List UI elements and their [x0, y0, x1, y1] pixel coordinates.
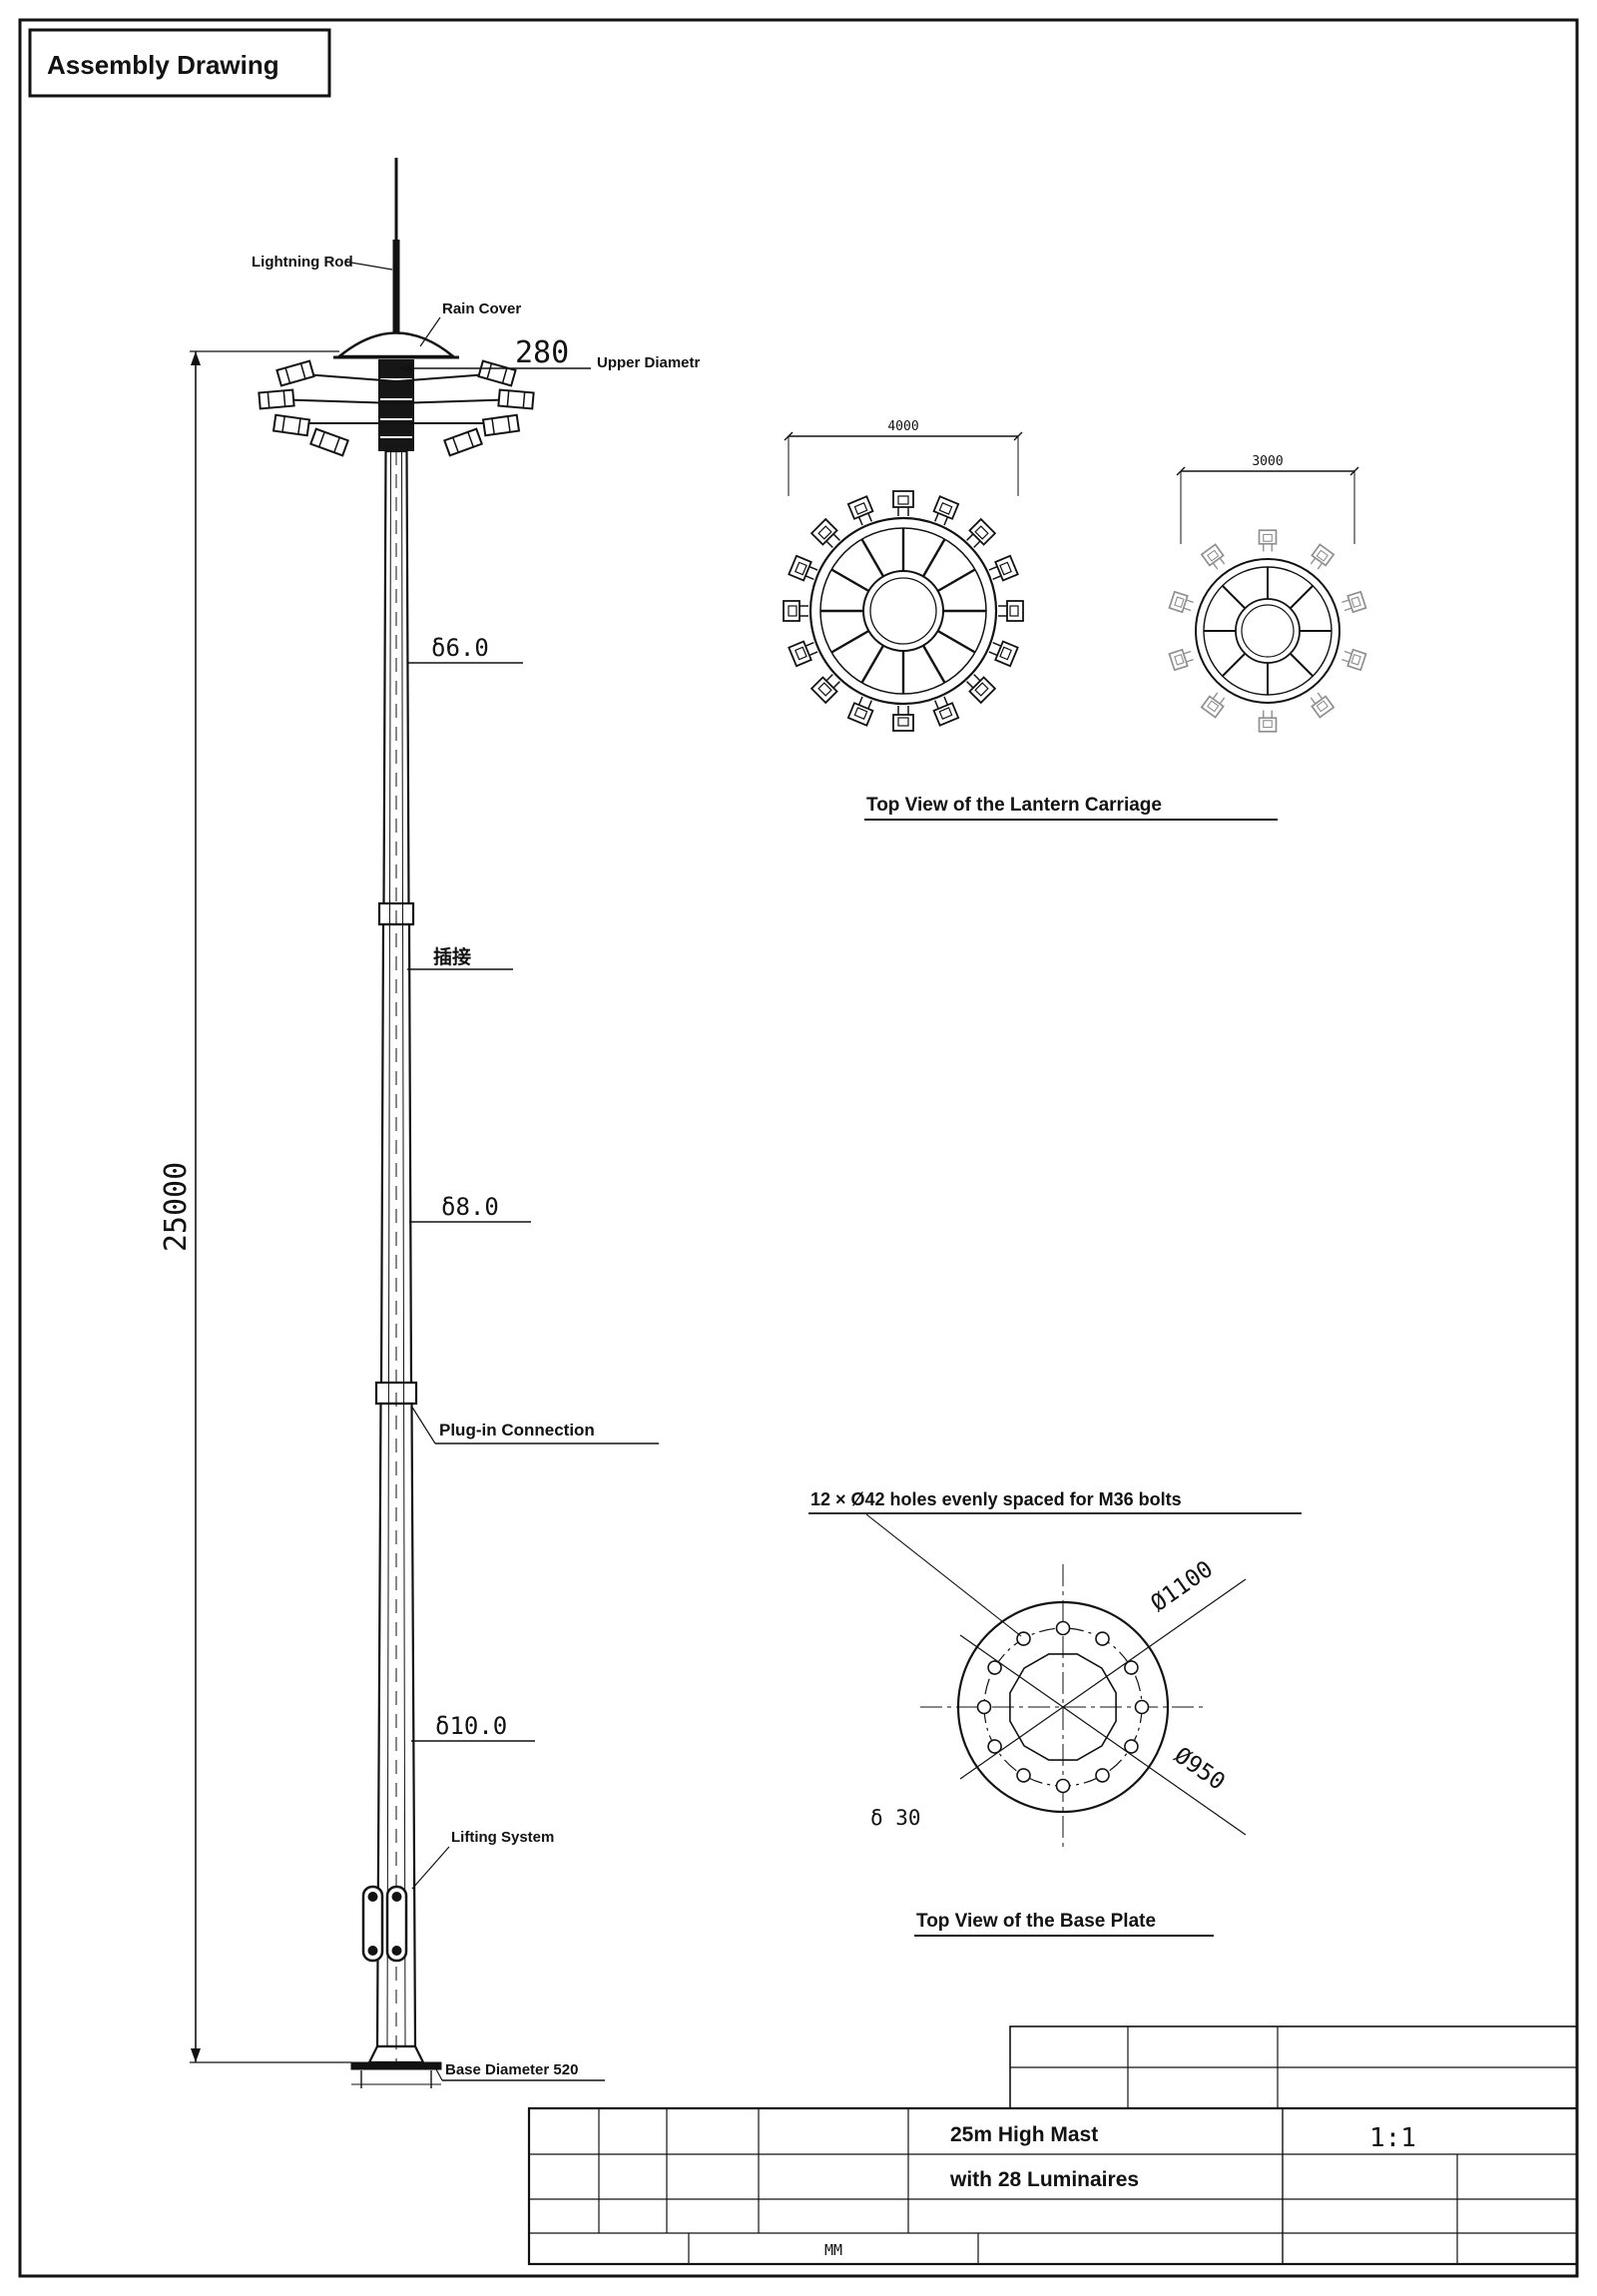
upper-dia-value: 280: [515, 335, 569, 370]
dim-line-outer-dia: [959, 1578, 1247, 1780]
carriage-luminaires-small: [1168, 529, 1367, 733]
units-label: MM: [824, 2241, 842, 2259]
lifting-system-label: Lifting System: [451, 1829, 554, 1846]
sheet-title-box: [28, 28, 331, 98]
lantern-caption: Top View of the Lantern Carriage: [866, 795, 1162, 816]
carriage-hub: [378, 359, 414, 451]
page-title: Assembly Drawing: [47, 50, 279, 80]
pole-section-top: [382, 449, 410, 908]
title-block: 25m High Mast with 28 Luminaires 1:1 MM: [527, 2025, 1579, 2266]
wall-thickness-bottom-label: δ10.0: [435, 1712, 507, 1740]
pole-cross-section: [1009, 1653, 1117, 1761]
wall-thickness-mid-label: δ8.0: [441, 1193, 499, 1221]
lifting-system: [361, 1885, 408, 1963]
drawing-scale: 1:1: [1369, 2123, 1416, 2153]
rain-cover-label: Rain Cover: [442, 300, 521, 317]
carriage-luminaires-large: [783, 490, 1024, 732]
wall-thickness-top-label: δ6.0: [431, 634, 489, 662]
title-block-frame: [527, 2106, 1579, 2266]
carriage-top-view-small: 3000: [1168, 454, 1367, 733]
plug-in-label: Plug-in Connection: [439, 1421, 595, 1439]
mast-side-view: [258, 158, 535, 2088]
dim-line-bolt-dia: [959, 1634, 1247, 1836]
product-title-line1: 25m High Mast: [950, 2123, 1098, 2146]
upper-dia-label: Upper Diametr: [597, 354, 701, 371]
base-diameter-label: Base Diameter 520: [445, 2061, 578, 2078]
carriage-spokes-small: [1204, 567, 1331, 695]
rain-cover-shape: [335, 331, 457, 358]
base-plate-side: [350, 2061, 442, 2070]
mast-annotations: 25000 280 Upper Diametr Lightning Rod Ra…: [159, 254, 701, 2081]
lightning-rod-label: Lightning Rod: [252, 254, 353, 271]
joint-cn-label: 插接: [433, 946, 471, 968]
carriage-small-dim: 3000: [1252, 454, 1283, 469]
product-title-line2: with 28 Luminaires: [949, 2168, 1139, 2191]
height-dim-value: 25000: [159, 1162, 194, 1252]
carriage-spokes-large: [820, 528, 986, 694]
drawing-frame: [18, 18, 1579, 2278]
pole-section-mid: [379, 922, 413, 1388]
outer-dia-value: Ø1100: [1147, 1556, 1219, 1617]
baseplate-outer-circle: [956, 1600, 1170, 1814]
carriage-top-view-large: 4000: [783, 419, 1024, 732]
baseplate-caption: Top View of the Base Plate: [916, 1911, 1156, 1932]
base-plate-top-view: Ø1100 Ø950 12 × Ø42 holes evenly spaced …: [808, 1489, 1302, 1937]
lantern-carriage-top-views: 4000: [783, 419, 1367, 821]
carriage-large-dim: 4000: [887, 419, 918, 434]
plate-thickness-label: δ 30: [870, 1806, 921, 1830]
bolt-note: 12 × Ø42 holes evenly spaced for M36 bol…: [810, 1489, 1182, 1509]
